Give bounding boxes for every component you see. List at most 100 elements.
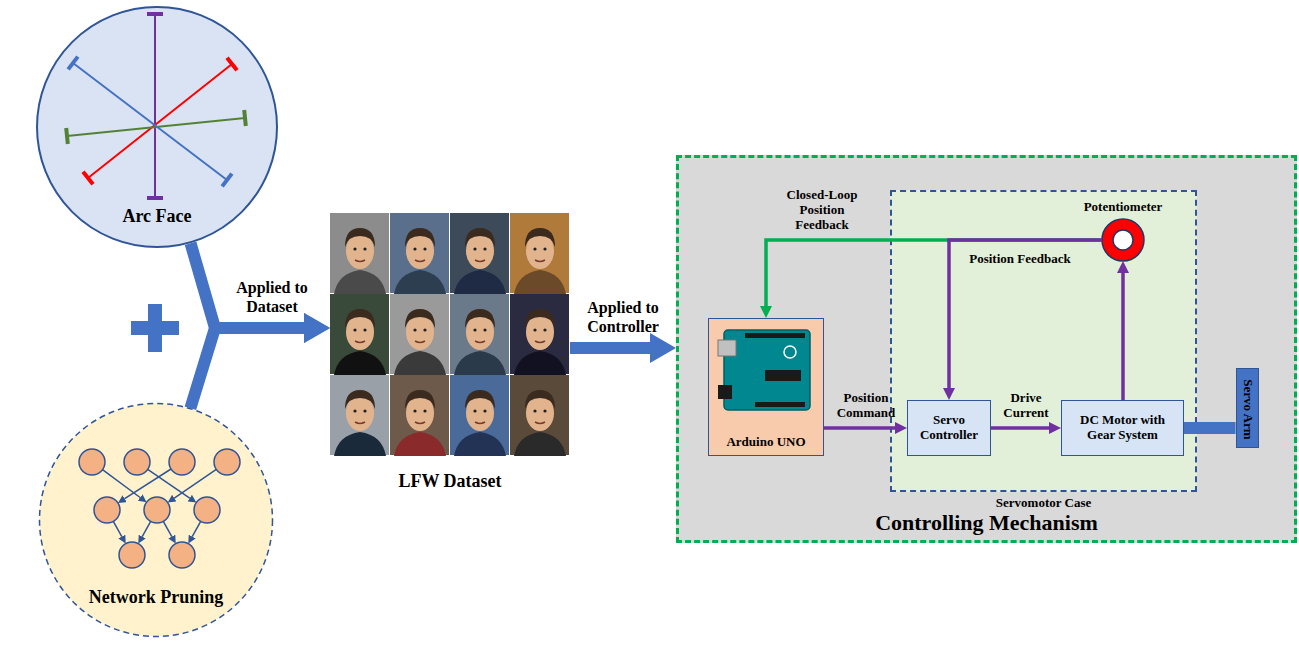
face-photo-grid <box>510 294 569 374</box>
face-photo-grid <box>330 375 389 455</box>
node-label: Network Pruning <box>89 587 224 608</box>
face-photo-grid <box>394 309 446 375</box>
neural-network-icon <box>94 497 120 523</box>
edge-label: Drive Current <box>995 391 1057 421</box>
potentiometer-ring <box>1102 219 1144 261</box>
node-label: DC Motor with Gear System <box>1067 413 1178 443</box>
connector-arrow <box>824 426 895 430</box>
label-holder: Closed-Loop Position Feedback <box>672 188 972 233</box>
node-label: Servo Controller <box>912 413 986 443</box>
arduino-board <box>718 330 810 410</box>
face-photo-grid <box>394 390 446 456</box>
connector-arrow <box>1184 422 1236 434</box>
face-photo-grid <box>454 228 506 294</box>
face-photo-grid <box>390 213 449 293</box>
angular-margin-icon <box>88 64 232 178</box>
node-label: LFW Dataset <box>398 471 501 492</box>
face-photo-grid <box>450 294 509 375</box>
face-photo-grid <box>454 390 506 456</box>
servo-arm: Servo Arm <box>1236 368 1259 448</box>
text-holder: Servo Controller <box>912 413 986 443</box>
arduino-board <box>755 402 805 407</box>
neural-network-icon <box>169 542 195 568</box>
neural-network-icon <box>125 469 171 499</box>
process-box: DC Motor with Gear System <box>1061 400 1184 456</box>
method-circle: Network Pruning <box>38 402 274 638</box>
method-circle: Arc Face <box>35 5 279 249</box>
circle-outline <box>37 7 277 247</box>
face-photo-grid <box>454 309 506 375</box>
face-photo-grid <box>510 213 569 293</box>
connector-arrow <box>190 328 304 408</box>
housing-box: Servo Controller DC Motor with Gear Syste… <box>890 190 1197 492</box>
neural-network-icon <box>79 449 105 475</box>
node-label: Arduino UNO <box>726 435 805 450</box>
arduino-board <box>718 385 732 399</box>
arduino-board <box>718 340 736 356</box>
text-holder: LFW Dataset <box>180 471 720 492</box>
neural-network-icon <box>119 542 145 568</box>
process-box: Servo Controller <box>907 400 991 456</box>
face-photo-grid <box>510 294 569 375</box>
face-photo-grid <box>510 375 569 455</box>
neural-network-icon <box>192 521 201 536</box>
node-label: Arc Face <box>122 206 191 227</box>
neural-network-icon <box>144 497 170 523</box>
edge-label: Applied to Dataset <box>227 279 317 316</box>
arduino-board <box>784 346 796 358</box>
neural-network-icon <box>174 469 216 498</box>
circle-outline <box>40 404 273 637</box>
neural-network-icon <box>79 449 240 568</box>
node-label: Servo Arm <box>1240 379 1255 439</box>
label-holder: Position Command <box>716 391 1016 421</box>
neural-network-icon <box>163 521 172 536</box>
text-holder: Controlling Mechanism <box>679 510 1294 535</box>
face-photo-grid <box>390 375 449 455</box>
edge-label: Position Command <box>831 391 901 421</box>
face-photo-grid <box>390 294 449 375</box>
face-photo-grid <box>330 294 389 374</box>
label-holder: Applied to Controller <box>473 299 773 336</box>
face-photo-grid <box>330 213 389 293</box>
plus-symbol <box>131 321 179 335</box>
face-photo-grid <box>514 228 566 294</box>
face-photo-grid <box>450 375 509 455</box>
angular-margin-icon <box>154 14 156 198</box>
potentiometer-symbol <box>1101 218 1145 262</box>
neural-network-icon <box>103 470 141 498</box>
neural-network-icon <box>142 521 151 536</box>
face-photo-grid <box>330 375 389 456</box>
plus-symbol <box>148 304 162 352</box>
connector-arrow <box>991 426 1049 430</box>
neural-network-icon <box>194 497 220 523</box>
node-label: Potentiometer <box>1084 200 1163 215</box>
text-holder: Arc Face <box>35 206 279 227</box>
face-photo-grid <box>390 213 449 294</box>
label-holder: Applied to Dataset <box>122 279 422 316</box>
neural-network-icon <box>113 521 122 536</box>
system-panel: Arduino UNO Servo Controller DC Motor with… <box>676 155 1297 543</box>
edge-label: Closed-Loop Position Feedback <box>775 188 870 233</box>
face-photo-grid <box>450 375 509 456</box>
face-photo-grid <box>450 213 509 293</box>
plus-symbol <box>131 304 179 352</box>
label-holder: Position Feedback <box>870 249 1170 267</box>
face-photo-grid <box>510 375 569 456</box>
connector-arrow <box>766 240 1102 306</box>
face-photo-grid <box>334 309 386 375</box>
connector-arrow <box>1121 273 1125 400</box>
face-photo-grid <box>450 294 509 374</box>
dataset-panel: LFW Dataset <box>330 213 570 457</box>
text-holder: Network Pruning <box>38 587 274 608</box>
neural-network-icon <box>169 449 195 475</box>
angular-margin-icon <box>73 63 227 180</box>
text-holder: Servo Arm <box>1217 399 1277 417</box>
sensor-circle: Potentiometer <box>1101 218 1145 262</box>
face-photo-grid <box>510 213 569 294</box>
neural-network-icon <box>148 469 190 498</box>
face-photo-grid <box>514 309 566 375</box>
neural-network-icon <box>214 449 240 475</box>
face-photo-grid <box>390 375 449 456</box>
connector-arrow <box>570 342 650 354</box>
